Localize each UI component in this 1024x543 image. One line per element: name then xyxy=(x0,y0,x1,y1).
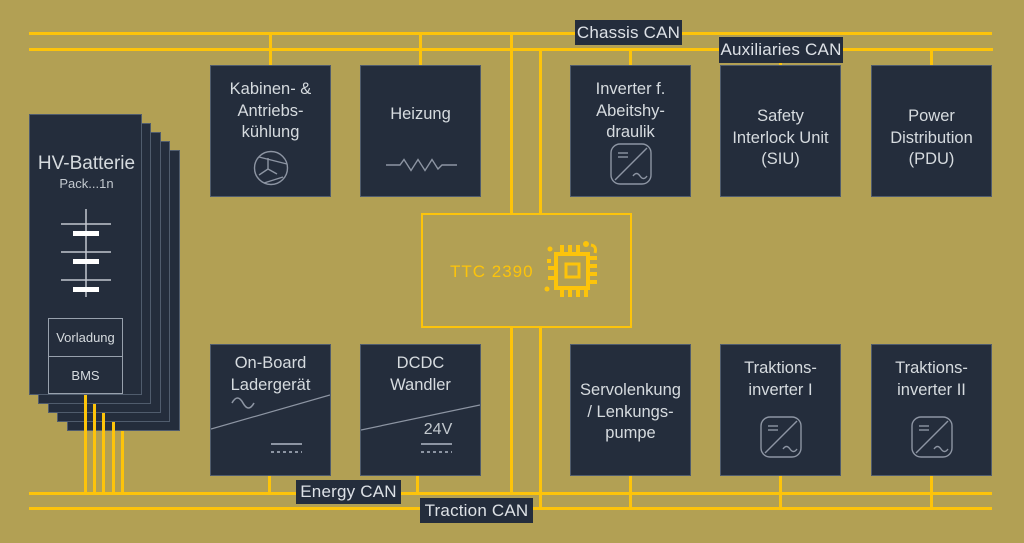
connector-steering xyxy=(629,476,632,510)
inverter-icon xyxy=(760,416,802,458)
bms-cell: BMS xyxy=(71,368,100,383)
chip-icon xyxy=(544,241,597,297)
component-label: Safety xyxy=(757,107,804,125)
bus-label-text: Auxiliaries CAN xyxy=(720,40,842,59)
connector-hydraulics-inverter xyxy=(629,48,632,66)
battery-subsystems: Vorladung BMS xyxy=(48,318,123,394)
bus-label-text: Energy CAN xyxy=(300,482,397,501)
component-label: Inverter f. xyxy=(595,80,666,98)
component-label: draulik xyxy=(606,123,655,141)
dc-symbol-dots xyxy=(271,451,302,453)
connector-cooling xyxy=(269,32,272,66)
component-label: Ladergerät xyxy=(230,375,311,394)
component-label: Wandler xyxy=(390,375,451,394)
component-label: On-Board xyxy=(234,354,307,372)
component-label: inverter I xyxy=(748,380,813,399)
battery-connector xyxy=(121,431,124,495)
component-label: Kabinen- & xyxy=(229,80,312,98)
component-label: Servolenkung xyxy=(580,381,681,399)
connector-traction-inverter-1 xyxy=(779,476,782,510)
component-label: Heizung xyxy=(390,105,451,123)
bus-label-text: Chassis CAN xyxy=(576,22,681,42)
battery-connector xyxy=(112,422,115,495)
connector-ttc-energy xyxy=(510,327,513,495)
component-label: Traktions- xyxy=(744,359,817,377)
dc-symbol-line xyxy=(421,443,452,445)
component-steering: Servolenkung / Lenkungs- pumpe xyxy=(570,344,691,476)
component-label: kühlung xyxy=(241,123,300,141)
connector-ttc-traction xyxy=(539,327,542,510)
bus-label-text: Traction CAN xyxy=(424,500,529,520)
connector-pdu xyxy=(930,48,933,66)
connector-heating xyxy=(419,32,422,66)
component-label: (PDU) xyxy=(908,150,955,168)
component-cooling: Kabinen- & Antriebs- kühlung xyxy=(210,65,331,197)
component-label: (SIU) xyxy=(761,150,800,168)
traction-can-label: Traction CAN xyxy=(420,498,533,523)
component-label: / Lenkungs- xyxy=(587,402,674,421)
connector-dcdc xyxy=(416,475,419,495)
battery-cells-icon xyxy=(61,209,111,297)
component-label: Power xyxy=(908,107,955,125)
component-siu: Safety Interlock Unit (SIU) xyxy=(720,65,841,197)
precharge-cell: Vorladung xyxy=(49,319,122,357)
connector-ttc-chassis xyxy=(510,32,513,214)
dc-symbol-line xyxy=(271,443,302,445)
component-label: Antriebs- xyxy=(237,101,304,120)
dcdc-voltage-label: 24V xyxy=(423,421,453,438)
component-hydraulics-inverter: Inverter f. Abeitshy- draulik xyxy=(570,65,691,197)
dc-symbol-dots xyxy=(421,451,452,453)
inverter-icon xyxy=(610,143,652,185)
component-dcdc: DCDC Wandler 24V xyxy=(360,344,481,476)
battery-title: HV-Batterie xyxy=(37,153,136,174)
component-heating: Heizung xyxy=(360,65,481,197)
connector-charger xyxy=(268,476,271,495)
component-label: Distribution xyxy=(890,128,973,147)
fan-icon xyxy=(253,150,289,186)
component-charger: On-Board Ladergerät xyxy=(210,344,331,476)
auxiliaries-can-label: Auxiliaries CAN xyxy=(719,37,843,63)
component-label: Traktions- xyxy=(895,359,968,377)
controller-ttc2390: TTC 2390 xyxy=(421,213,632,328)
battery-pack-front: HV-Batterie Pack...1n Vorladung BMS xyxy=(29,114,142,395)
component-traction-inverter-1: Traktions- inverter I xyxy=(720,344,841,476)
dcdc-divider-line xyxy=(361,404,480,431)
controller-label: TTC 2390 xyxy=(450,262,534,281)
component-label: DCDC xyxy=(396,354,445,372)
battery-subtitle: Pack...1n xyxy=(59,176,114,191)
component-label: Abeitshy- xyxy=(596,101,665,120)
battery-connector xyxy=(84,395,87,495)
battery-connector xyxy=(102,413,105,495)
connector-traction-inverter-2 xyxy=(930,476,933,510)
component-traction-inverter-2: Traktions- inverter II xyxy=(871,344,992,476)
battery-connector xyxy=(93,404,96,495)
resistor-icon xyxy=(386,158,457,172)
component-label: Interlock Unit xyxy=(732,128,829,147)
component-pdu: Power Distribution (PDU) xyxy=(871,65,992,197)
energy-can-label: Energy CAN xyxy=(296,480,401,504)
inverter-icon xyxy=(911,416,953,458)
chassis-can-label: Chassis CAN xyxy=(575,20,682,45)
ac-sine-icon xyxy=(231,397,255,409)
component-label: inverter II xyxy=(897,380,966,399)
component-label: pumpe xyxy=(605,424,656,442)
connector-ttc-auxiliaries xyxy=(539,48,542,214)
acdc-divider-line xyxy=(211,394,330,430)
